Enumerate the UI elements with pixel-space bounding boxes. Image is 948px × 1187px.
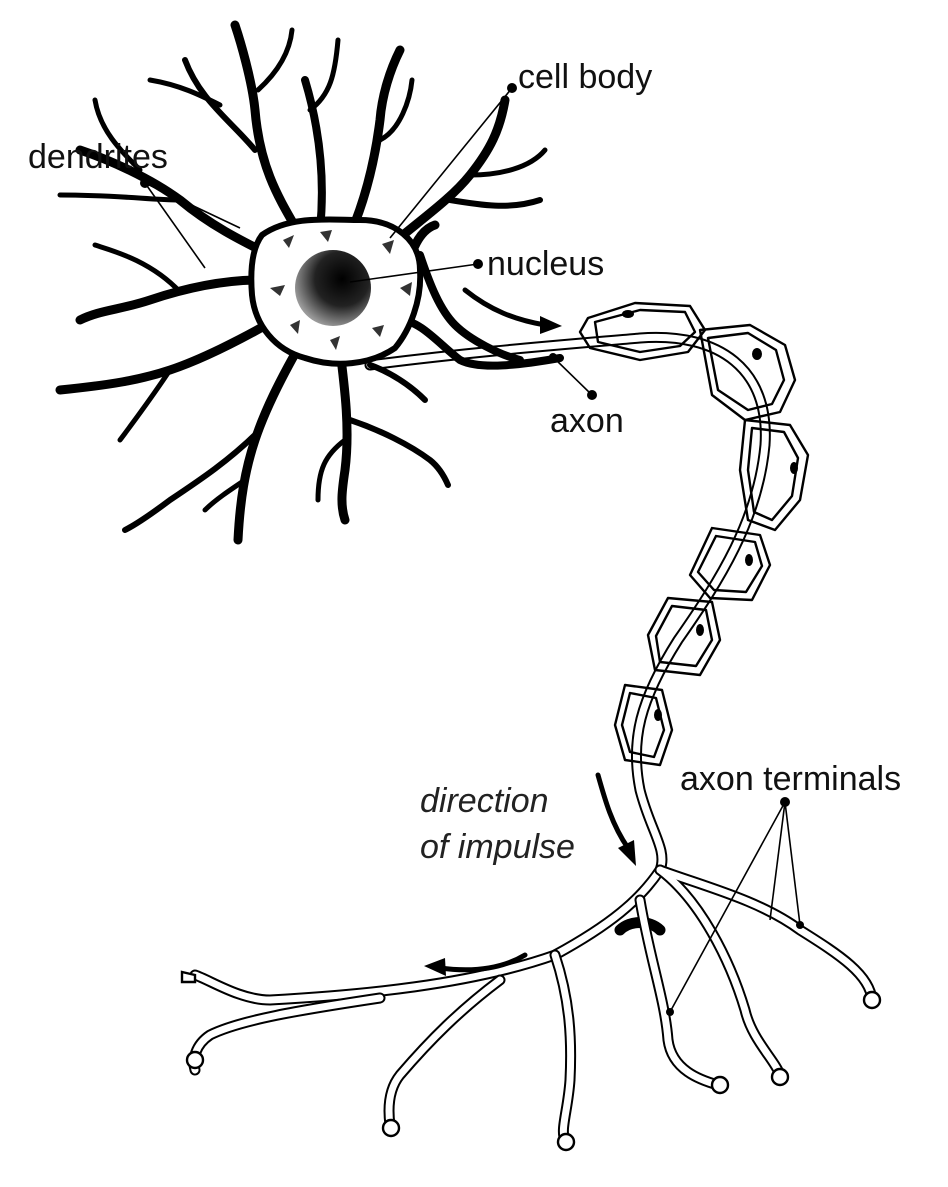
label-direction-line1: direction	[420, 782, 549, 820]
label-nucleus: nucleus	[487, 245, 604, 283]
dendrites-shape	[55, 20, 564, 545]
organelles	[270, 230, 412, 350]
axon-terminal-branches	[180, 864, 882, 1152]
label-dendrites: dendrites	[28, 138, 168, 176]
leader-lines	[140, 83, 804, 1016]
label-axon-terminals: axon terminals	[680, 760, 901, 798]
impulse-arrows	[424, 287, 636, 976]
label-axon: axon	[550, 402, 624, 440]
label-direction-line2: of impulse	[420, 828, 575, 866]
axon-shape	[189, 331, 771, 1006]
cell-body-shape	[248, 216, 424, 367]
myelin-sheath	[578, 301, 810, 767]
nucleus-shape	[295, 250, 371, 326]
label-cell-body: cell body	[518, 58, 652, 96]
